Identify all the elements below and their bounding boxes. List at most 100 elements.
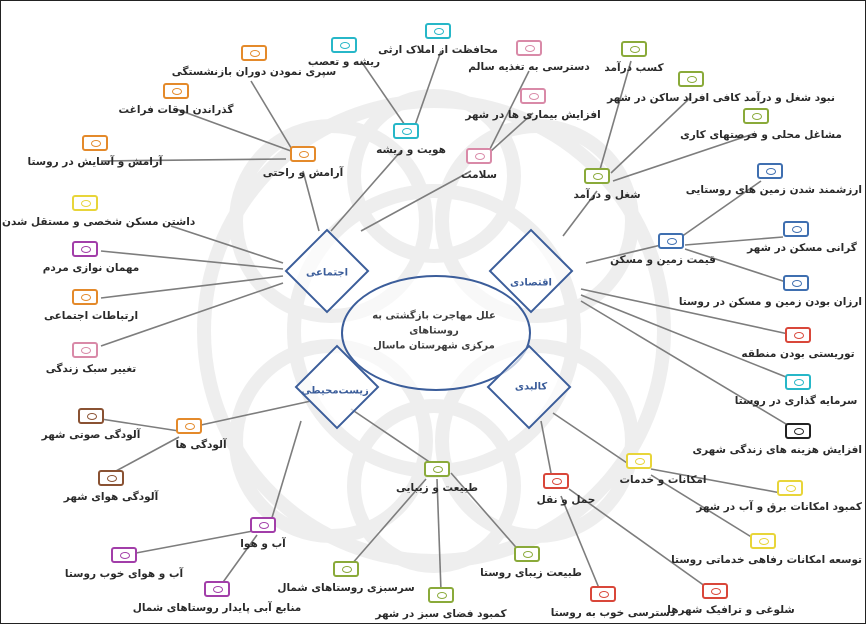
connector-line [100,158,287,162]
tag-icon [250,517,276,533]
node-label: افزایش بیماری ها در شهر [465,109,601,121]
tag-icon [783,275,809,291]
connector-line [200,400,312,426]
tag-icon [290,146,316,162]
category-physical-label: کالبدی [514,381,548,393]
node-label: هویت و ریشه [376,144,446,156]
connector-line [585,244,662,264]
node-label: آب و هوا [240,538,286,550]
tag-icon [425,23,451,39]
tag-icon [111,547,137,563]
category-economic-label: اقتصادی [510,277,552,289]
node-label: گذراندن اوقات فراغت [118,104,234,116]
node-label: شلوغی و ترافیک شهرها [667,604,795,616]
node-label: ارزان بودن زمین و مسکن در روستا [678,296,862,308]
node-label: محافظت از املاک ارثی [378,44,498,56]
tag-icon [584,168,610,184]
connector-line [360,60,410,132]
connector-line [552,412,634,468]
node-label: کمبود فضای سبز در شهر [375,608,507,620]
node-label: سرسبزی روستاهای شمال [277,582,415,594]
node-label: دسترسی خوب به روستا [550,607,676,619]
node-label: طبیعت زیبای روستا [480,567,582,579]
tag-icon [702,583,728,599]
tag-icon [785,374,811,390]
tag-icon [72,289,98,305]
tag-icon [176,418,202,434]
node-label: آب و هوای خوب روستا [64,568,184,580]
connector-line [270,420,302,522]
connector-line [115,436,180,472]
central-topic[interactable] [341,275,531,391]
tag-icon [78,408,104,424]
tag-icon [785,327,811,343]
node-label: آلودگی هوای شهر [63,491,159,503]
connector-line [450,472,522,554]
tag-icon [743,108,769,124]
central-topic-title: علل مهاجرت بازگشتی به روستاهای مرکزی شهر… [372,310,496,352]
tag-icon [72,195,98,211]
tag-icon [590,586,616,602]
node-label: طبیعت و زیبایی [395,482,479,494]
node-label: منابع آبی پایدار روستاهای شمال [132,602,302,614]
node-label: تغییر سبک زندگی [45,363,137,375]
node-label: آلودگی ها [175,439,227,451]
connector-line [684,248,790,284]
connector-line [350,478,427,566]
node-label: ارزشمند شدن زمین های روستایی [685,184,862,196]
connector-line [100,250,284,270]
connector-line [612,133,754,182]
node-label: مهمان نوازی مردم [42,262,140,274]
category-social-label: اجتماعی [305,267,349,279]
connector-line [350,408,432,464]
node-label: نبود شغل و درآمد کافی افراد ساکن در شهر [607,92,835,104]
tag-icon [331,37,357,53]
connector-line [580,300,792,428]
node-label: مشاغل محلی و فرصتهای کاری [680,129,842,141]
node-label: ریشه و تعصب [307,56,381,68]
node-label: دسترسی به تغذیه سالم [468,61,590,73]
connector-line [302,170,320,232]
connector-line [330,150,402,232]
connector-line [540,420,552,474]
connector-line [568,488,710,590]
connector-line [610,96,692,174]
tag-icon [204,581,230,597]
node-label: کسب درآمد [604,62,664,74]
connector-line [560,495,602,594]
tag-icon [543,473,569,489]
connector-line [100,282,284,347]
tag-icon [514,546,540,562]
connector-line [650,468,782,494]
tag-icon [241,45,267,61]
tag-icon [72,241,98,257]
node-label: قیمت زمین و مسکن [610,254,716,266]
connector-line [220,534,258,586]
connector-line [488,70,530,152]
connector-line [580,288,794,336]
node-label: آرامش و راحتی [262,167,344,179]
tag-icon [98,470,124,486]
connector-line [412,50,442,132]
connector-line [580,294,792,380]
connector-line [650,474,754,539]
tag-icon [777,480,803,496]
node-label: افزایش هزینه های زندگی شهری [692,444,862,456]
node-label: داشتن مسکن شخصی و مستقل شدن [2,216,196,228]
tag-icon [757,163,783,179]
tag-icon [750,533,776,549]
connector-line [100,418,180,432]
tag-icon [82,135,108,151]
tag-icon [428,587,454,603]
connector-line [175,108,292,152]
node-label: توسعه امکانات رفاهی خدماتی روستا [671,554,862,566]
node-label: آلودگی صوتی شهر [41,429,141,441]
tag-icon [520,88,546,104]
connector-line [360,170,472,232]
connector-line [684,236,784,246]
node-label: امکانات و خدمات [619,474,707,486]
connector-line [562,190,598,237]
connector-line [170,225,284,264]
